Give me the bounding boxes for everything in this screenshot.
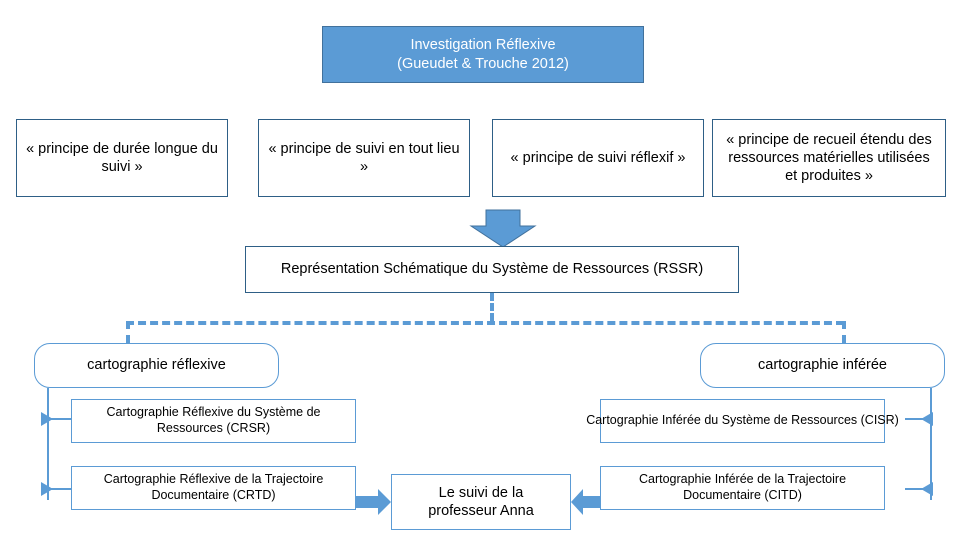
center-box-anna: Le suivi de la professeur Anna	[391, 474, 571, 530]
right-item-cisr: Cartographie Inférée du Système de Resso…	[586, 399, 899, 443]
left-item-crtd: Cartographie Réflexive de la Trajectoire…	[71, 466, 356, 510]
arrow-down-to-rssr	[469, 209, 537, 248]
dashed-stem-from-rssr	[490, 293, 494, 321]
right-item-cisr-text: Cartographie Inférée du Système de Resso…	[586, 413, 899, 428]
right-item-citd: Cartographie Inférée de la Trajectoire D…	[600, 466, 885, 510]
center-box-line-1: Le suivi de la	[438, 484, 524, 501]
principle-box-1: « principe de durée longue du suivi »	[16, 119, 228, 197]
branch-label-right: cartographie inférée	[700, 343, 945, 388]
title-box: Investigation Réflexive (Gueudet & Trouc…	[322, 26, 644, 83]
right-connector-top	[905, 418, 932, 420]
center-box-line-2: professeur Anna	[428, 503, 534, 519]
dashed-drop-right	[842, 321, 846, 343]
left-connector-bottom	[47, 488, 71, 490]
title-line-2: (Gueudet & Trouche 2012)	[397, 55, 569, 72]
right-rail-line	[930, 388, 932, 500]
right-connector-bottom	[905, 488, 932, 490]
branch-label-left: cartographie réflexive	[34, 343, 279, 388]
title-line-1: Investigation Réflexive	[410, 37, 556, 54]
arrow-right-to-anna	[571, 489, 601, 515]
left-connector-top	[47, 418, 71, 420]
principle-box-4: « principe de recueil étendu des ressour…	[712, 119, 946, 197]
principle-box-2: « principe de suivi en tout lieu »	[258, 119, 470, 197]
dashed-horizontal-connector	[126, 321, 844, 325]
principle-box-3: « principe de suivi réflexif »	[492, 119, 704, 197]
left-rail-line	[47, 388, 49, 500]
arrow-left-to-anna	[356, 489, 392, 515]
left-item-crsr: Cartographie Réflexive du Système de Res…	[71, 399, 356, 443]
rssr-box: Représentation Schématique du Système de…	[245, 246, 739, 293]
dashed-drop-left	[126, 321, 130, 343]
